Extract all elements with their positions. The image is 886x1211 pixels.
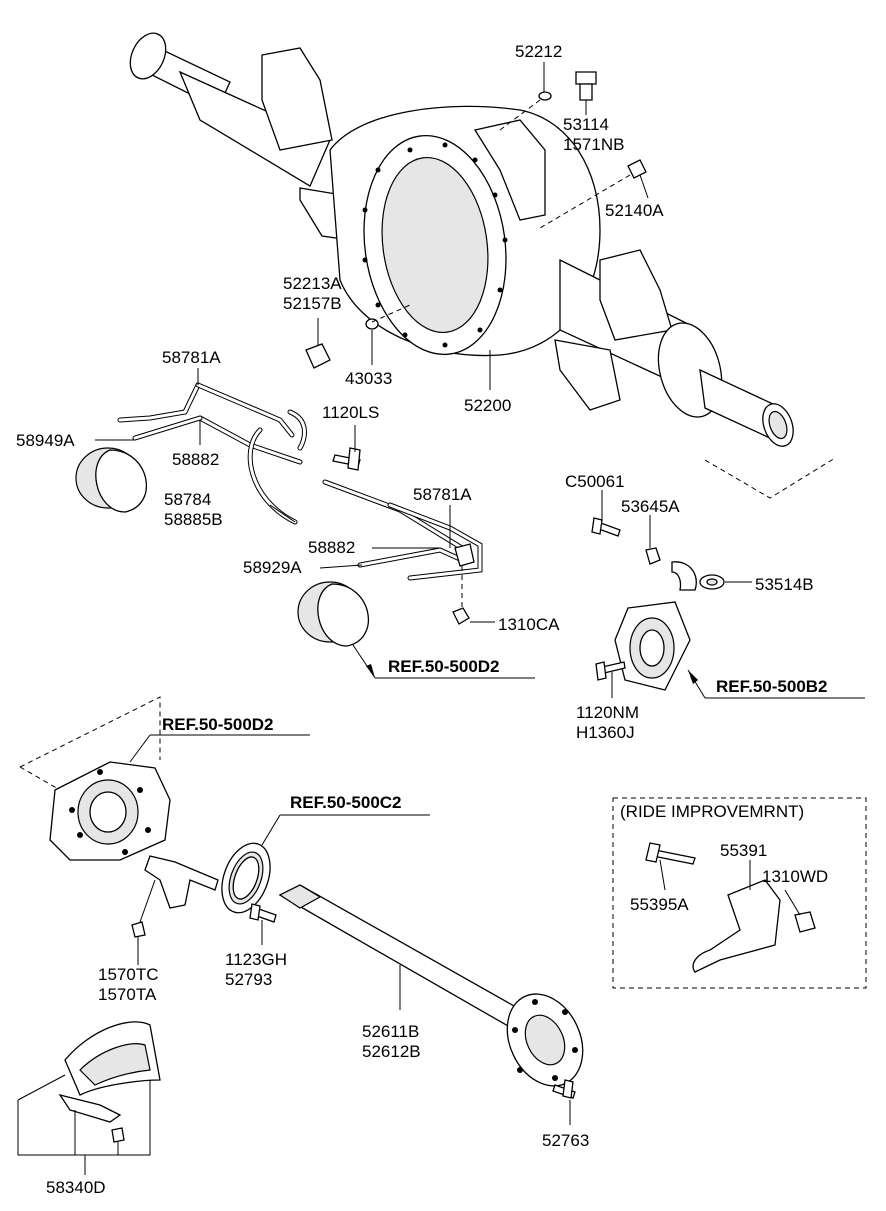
ref-50-500b2: REF.50-500B2 bbox=[716, 677, 828, 696]
ride-improvement-title: (RIDE IMPROVEMRNT) bbox=[620, 802, 804, 821]
ref-50-500d2-lower: REF.50-500D2 bbox=[162, 715, 274, 734]
label-58929a: 58929A bbox=[243, 558, 302, 577]
ref-50-500c2: REF.50-500C2 bbox=[290, 793, 402, 812]
ref-50-500d2-upper: REF.50-500D2 bbox=[388, 657, 500, 676]
label-43033: 43033 bbox=[345, 369, 392, 388]
label-58781a-lower: 58781A bbox=[413, 485, 472, 504]
brake-pipes bbox=[75, 382, 483, 647]
label-58882-lower: 58882 bbox=[308, 538, 355, 557]
small-parts-top bbox=[305, 71, 647, 369]
label-52200: 52200 bbox=[464, 396, 511, 415]
seal-ring bbox=[221, 814, 430, 945]
label-58885b: 58885B bbox=[164, 510, 223, 529]
label-1310wd: 1310WD bbox=[762, 867, 828, 886]
label-55395a: 55395A bbox=[630, 895, 689, 914]
brake-shoe bbox=[17, 1021, 161, 1175]
leaders-hub bbox=[601, 490, 865, 699]
brake-backing-assembly bbox=[19, 696, 310, 965]
label-52157b: 52157B bbox=[283, 294, 342, 313]
part-labels: 52212 53114 1571NB 52140A 52213A 52157B … bbox=[16, 42, 828, 1197]
axle-shaft bbox=[278, 884, 584, 1125]
label-52612b: 52612B bbox=[362, 1042, 421, 1061]
label-52212: 52212 bbox=[515, 42, 562, 61]
label-1123gh: 1123GH bbox=[225, 950, 287, 969]
label-c50061: C50061 bbox=[565, 472, 625, 491]
label-52763: 52763 bbox=[542, 1131, 589, 1150]
label-1570tc: 1570TC bbox=[98, 965, 158, 984]
label-1570ta: 1570TA bbox=[98, 985, 157, 1004]
label-1120ls: 1120LS bbox=[322, 403, 379, 422]
label-58340d: 58340D bbox=[46, 1178, 106, 1197]
leaders-top bbox=[317, 62, 649, 390]
ride-improvement-box bbox=[612, 797, 867, 989]
label-52793: 52793 bbox=[225, 970, 272, 989]
label-1120nm: 1120NM bbox=[576, 703, 639, 722]
label-58781a-upper: 58781A bbox=[162, 348, 221, 367]
axle-housing-52200 bbox=[129, 32, 836, 499]
leaders-pipes bbox=[95, 368, 535, 679]
label-58784: 58784 bbox=[164, 490, 211, 509]
label-55391: 55391 bbox=[720, 841, 767, 860]
label-58949a: 58949A bbox=[16, 431, 75, 450]
label-1571nb: 1571NB bbox=[563, 135, 624, 154]
label-53514b: 53514B bbox=[755, 575, 814, 594]
label-53114: 53114 bbox=[563, 115, 609, 134]
label-52213a: 52213A bbox=[283, 274, 342, 293]
label-h1360j: H1360J bbox=[576, 723, 635, 742]
label-1310ca: 1310CA bbox=[498, 615, 560, 634]
label-52140a: 52140A bbox=[605, 201, 664, 220]
label-58882-upper: 58882 bbox=[172, 450, 219, 469]
label-53645a: 53645A bbox=[621, 497, 680, 516]
hub-parts-right bbox=[591, 517, 725, 691]
label-52611b: 52611B bbox=[362, 1022, 419, 1041]
